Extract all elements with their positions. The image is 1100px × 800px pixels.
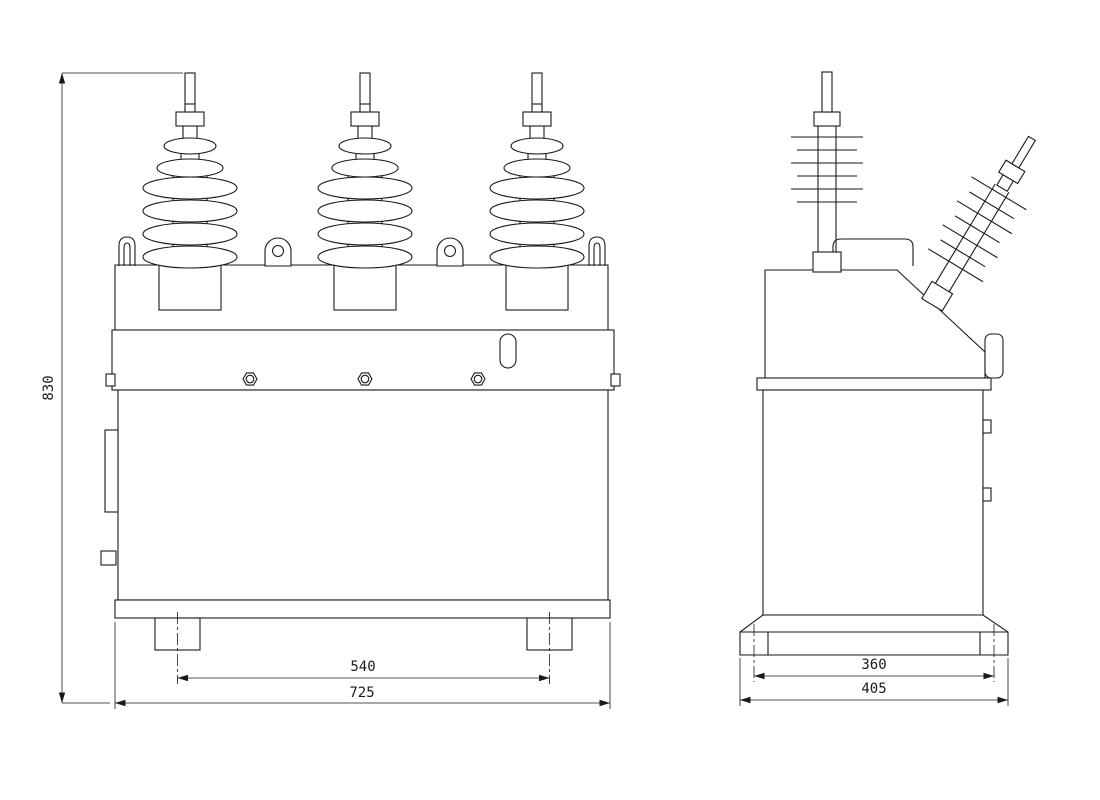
dimension-side-overall-width: 405 xyxy=(739,658,1009,706)
drain-knob xyxy=(100,550,117,566)
bushing-cap xyxy=(813,111,841,127)
dimension-front-mounting-span: 540 xyxy=(177,659,550,682)
wall-tab-upper xyxy=(982,419,992,434)
ear-tab-right xyxy=(436,237,464,267)
front-bushing-2 xyxy=(317,72,413,311)
side-flange-band xyxy=(756,377,992,391)
side-tank-outline xyxy=(762,389,984,616)
front-body xyxy=(100,236,621,684)
bushing-rod xyxy=(821,71,833,113)
base-foot-separators xyxy=(767,632,981,655)
elbow-fitting xyxy=(984,333,1004,379)
tank-outline xyxy=(117,389,609,601)
bushing-column xyxy=(934,183,1010,292)
front-bushing-3 xyxy=(489,72,585,311)
keyhole-slot xyxy=(499,333,517,369)
side-view: 360 405 xyxy=(739,71,1037,706)
bushing-base xyxy=(920,280,954,312)
bolt xyxy=(242,372,258,386)
lifting-lug-right xyxy=(588,236,606,267)
front-view: 830 540 725 xyxy=(41,72,621,709)
bushing-base xyxy=(812,251,842,273)
ear-tab-left xyxy=(264,237,292,267)
bolt xyxy=(357,372,373,386)
bushing-rod xyxy=(1011,135,1037,169)
dimension-label-front-width: 725 xyxy=(349,685,374,701)
front-bushing-1 xyxy=(142,72,238,311)
dimension-label-front-span: 540 xyxy=(350,659,375,675)
lifting-lug-left xyxy=(118,236,136,267)
nameplate xyxy=(104,429,119,513)
dimension-label-side-span: 360 xyxy=(861,657,886,673)
dimension-overall-height: 830 xyxy=(41,72,183,704)
wall-tab-lower xyxy=(982,487,992,502)
base-plate xyxy=(114,599,611,619)
band-tab-left xyxy=(105,373,116,387)
side-base xyxy=(739,614,1009,656)
dimension-label-height: 830 xyxy=(41,375,57,400)
bolt xyxy=(470,372,486,386)
handle xyxy=(832,238,914,270)
bushing-fins xyxy=(927,176,1027,283)
bushing-fins xyxy=(791,136,863,203)
dimension-side-mounting-span: 360 xyxy=(754,657,994,680)
band-tab-right xyxy=(610,373,621,387)
dimension-front-overall-width: 725 xyxy=(114,622,611,709)
side-bushing-angled xyxy=(920,135,1037,312)
dimension-label-side-width: 405 xyxy=(861,681,886,697)
side-bushing-vertical xyxy=(791,71,863,273)
side-body xyxy=(739,238,1009,682)
